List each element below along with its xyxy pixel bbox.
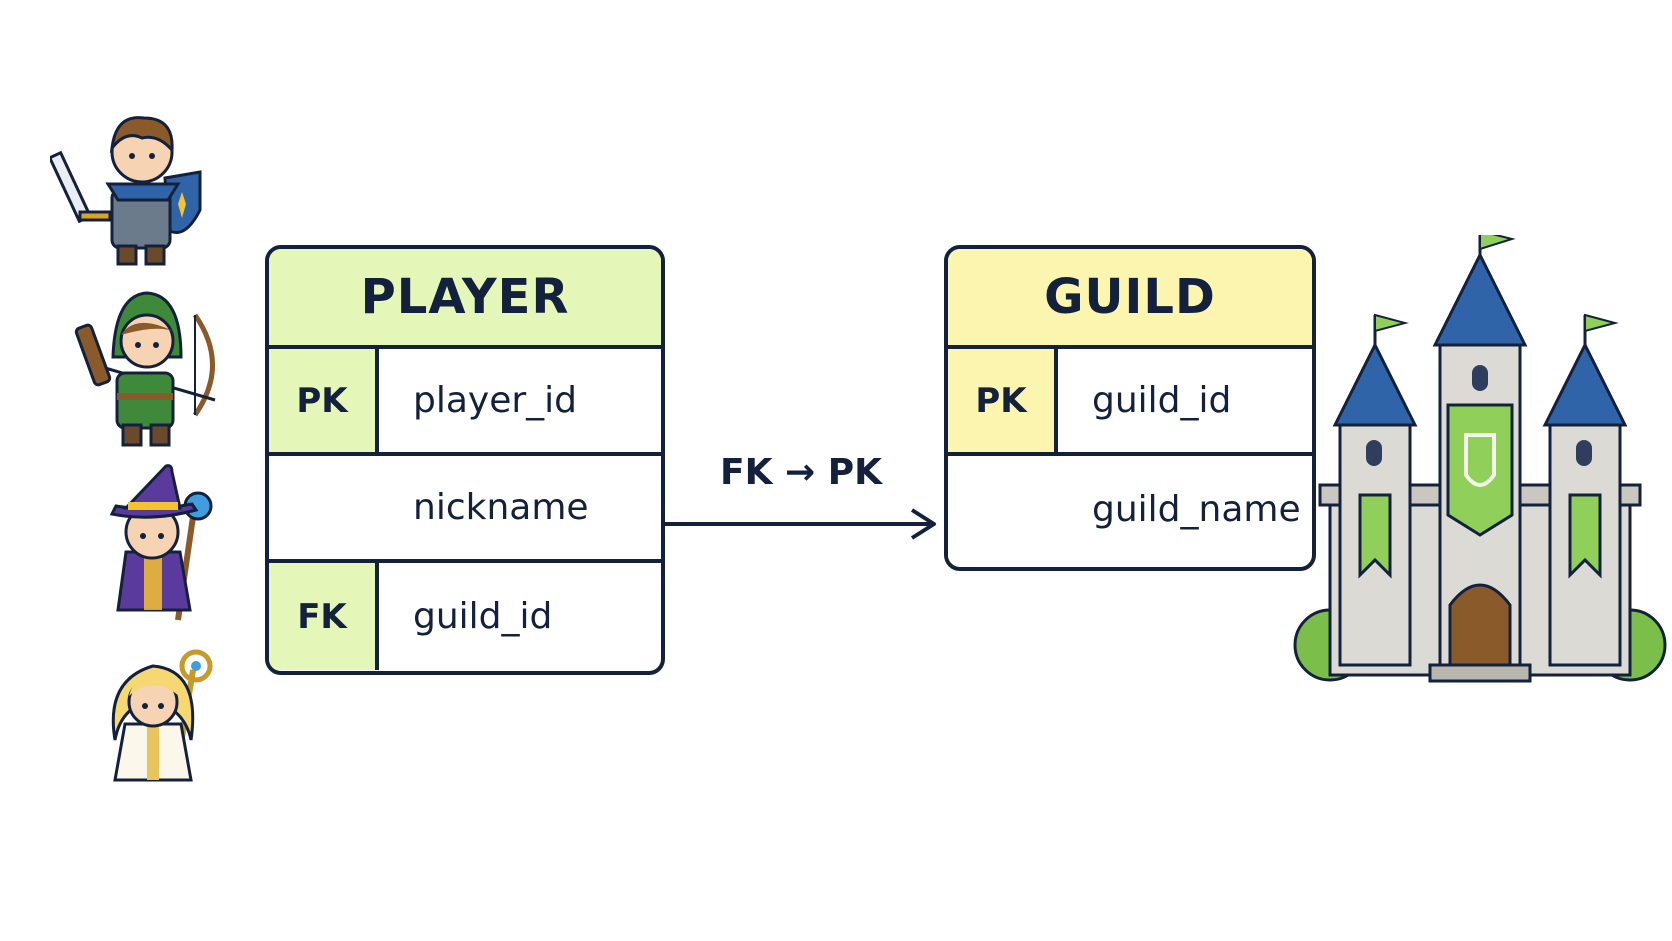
wizard-icon (109, 464, 213, 621)
key-cell-empty (948, 456, 1058, 563)
fk-badge: FK (269, 563, 379, 670)
player-row-guild-id: FK guild_id (269, 563, 661, 670)
relationship-label: FK → PK (720, 452, 882, 493)
field-nickname: nickname (413, 487, 589, 528)
player-entity: PLAYER PK player_id nickname FK guild_id (265, 245, 665, 675)
field-guild-id: guild_id (1092, 380, 1232, 421)
guild-row-guild-id: PK guild_id (948, 349, 1312, 456)
pk-badge: PK (269, 349, 379, 452)
field-player-id: player_id (413, 380, 578, 421)
guild-entity: GUILD PK guild_id guild_name (944, 245, 1316, 571)
archer-icon (74, 291, 216, 447)
field-guild-id-fk: guild_id (413, 596, 553, 637)
cleric-icon (111, 649, 213, 782)
field-guild-name: guild_name (1092, 489, 1301, 530)
guild-entity-title: GUILD (948, 249, 1312, 349)
pk-badge: PK (948, 349, 1058, 452)
player-entity-title: PLAYER (269, 249, 661, 349)
castle-icon (1293, 235, 1667, 683)
key-cell-empty (269, 456, 379, 559)
knight-icon (50, 116, 202, 266)
player-row-nickname: nickname (269, 456, 661, 563)
guild-row-guild-name: guild_name (948, 456, 1312, 563)
player-row-player-id: PK player_id (269, 349, 661, 456)
